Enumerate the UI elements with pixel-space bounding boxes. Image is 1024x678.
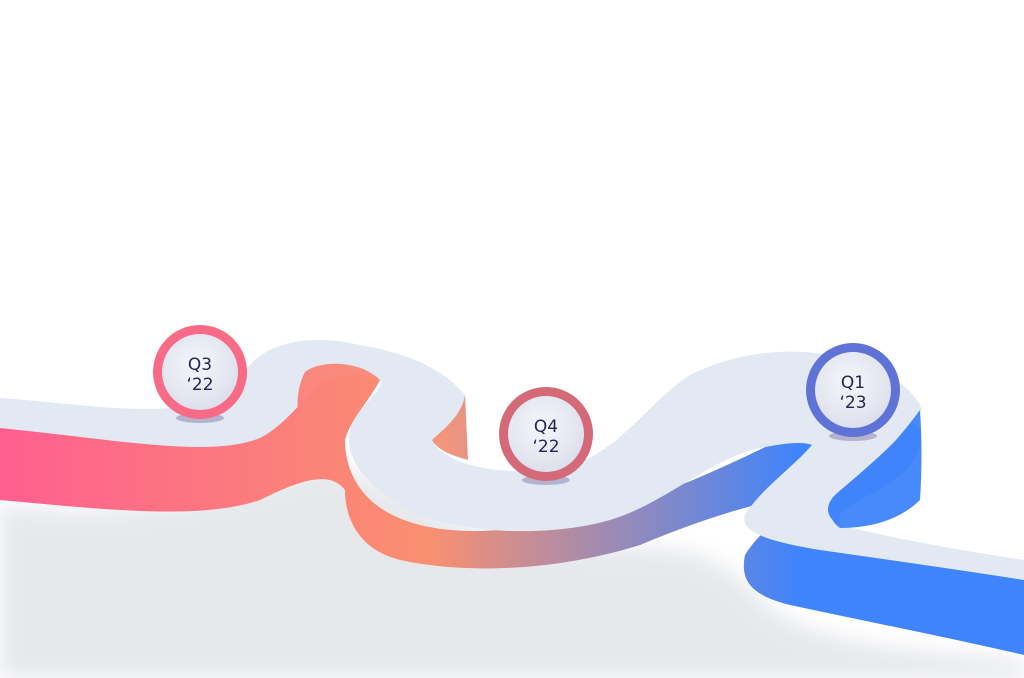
turn-inner-3 <box>830 410 922 528</box>
milestone-label-year: ‘22 <box>532 437 559 457</box>
milestone-label-year: ‘23 <box>839 393 866 413</box>
road-shadow <box>0 466 1024 678</box>
milestone-marker: Q3‘22 <box>153 325 247 423</box>
milestone-marker: Q1‘23 <box>806 343 900 441</box>
turn-inner-2 <box>432 395 468 460</box>
milestone-marker: Q4‘22 <box>499 387 593 485</box>
milestone-label-year: ‘22 <box>186 375 213 395</box>
marker-face <box>162 334 238 410</box>
road-top <box>0 339 1024 580</box>
turn-inner-1 <box>297 363 380 440</box>
marker-face <box>815 352 891 428</box>
milestone-label-quarter: Q3 <box>188 355 212 375</box>
milestone-label-quarter: Q1 <box>841 373 865 393</box>
marker-face <box>508 396 584 472</box>
milestone-label-quarter: Q4 <box>534 417 558 437</box>
